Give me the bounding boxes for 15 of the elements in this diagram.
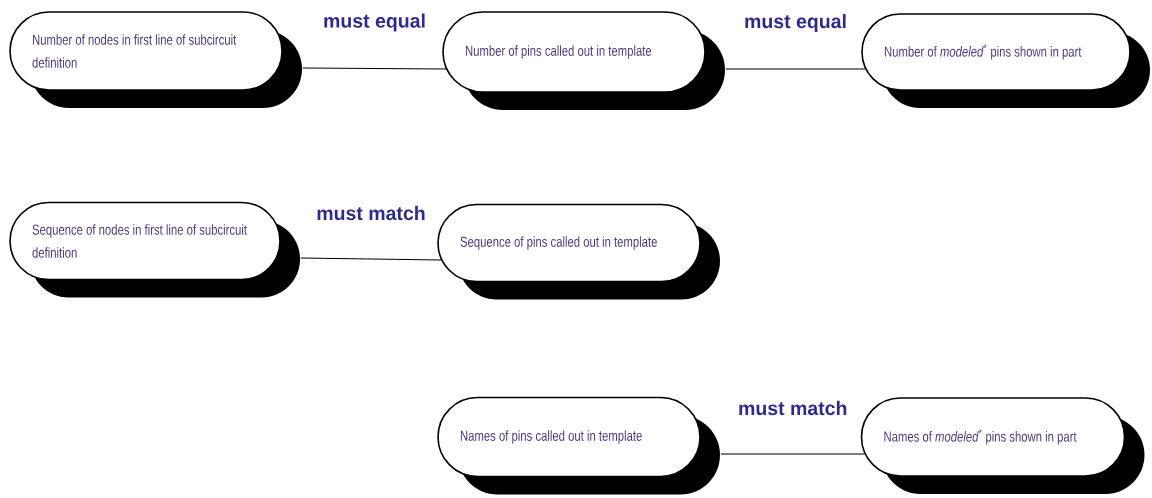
pill-box: Names of pins called out in template [437, 396, 720, 495]
pill-box: Sequence of pins called out in template [437, 203, 720, 300]
pill-box: Sequence of nodes in first line of subcircuit definition [9, 201, 300, 298]
connector-line [300, 257, 442, 261]
edge-label: must match [739, 400, 847, 416]
pill-box: Number of pins called out in template [442, 11, 725, 110]
pill-box: Number of nodes in first line of subcircuit definition [9, 11, 302, 108]
pill-box: Names of modeled$^{*}$ pins shown in part [860, 397, 1145, 494]
connector-line [725, 68, 866, 70]
edge-label: must equal [745, 13, 846, 33]
pill-box: Number of modeled$^{*}$ pins shown in part [861, 13, 1150, 108]
edge-label: must equal [324, 13, 425, 32]
edge-label: must match [317, 205, 425, 221]
connector-line [720, 453, 866, 455]
connector-line [302, 67, 447, 70]
